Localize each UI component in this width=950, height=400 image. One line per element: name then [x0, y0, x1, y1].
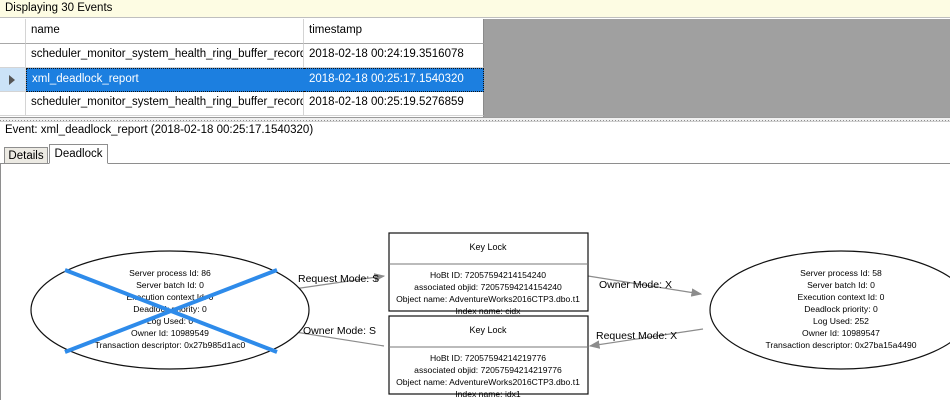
resource-line: Object name: AdventureWorks2016CTP3.dbo.…: [396, 294, 580, 304]
process-line: Log Used: 252: [813, 316, 869, 326]
edge-label: Request Mode: S: [298, 273, 379, 285]
cell-timestamp[interactable]: 2018-02-18 00:25:19.5276859: [304, 92, 484, 116]
grid-header-gutter: [0, 19, 26, 44]
cell-timestamp[interactable]: 2018-02-18 00:25:17.1540320: [304, 68, 484, 92]
edge-label: Owner Mode: X: [599, 279, 672, 291]
process-line: Log Used: 0: [147, 316, 194, 326]
edge-right-request: Request Mode: X: [588, 328, 704, 349]
resource-line: Index name: cidx: [456, 306, 522, 316]
deadlock-victim-cross-icon: [64, 268, 278, 354]
process-line: Execution context Id: 0: [127, 292, 214, 302]
process-line: Execution context Id: 0: [798, 292, 885, 302]
events-count-label: Displaying 30 Events: [5, 2, 113, 14]
process-line: Transaction descriptor: 0x27b985d1ac0: [95, 340, 246, 350]
cell-timestamp[interactable]: 2018-02-18 00:24:19.3516078: [304, 44, 484, 68]
edge-label: Request Mode: X: [596, 330, 677, 342]
process-node-right-process[interactable]: Server process Id: 58 Server batch Id: 0…: [709, 250, 950, 370]
event-caption: Event: xml_deadlock_report (2018-02-18 0…: [5, 124, 314, 136]
column-header-timestamp[interactable]: timestamp: [304, 19, 484, 44]
process-line: Server process Id: 58: [800, 268, 882, 278]
process-node-left-process[interactable]: Server process Id: 86 Server batch Id: 0…: [30, 250, 310, 370]
row-gutter[interactable]: [0, 92, 26, 116]
tab-deadlock[interactable]: Deadlock: [49, 144, 108, 164]
resource-title: Key Lock: [469, 325, 507, 335]
tabstrip: Details Deadlock: [0, 144, 950, 164]
events-grid[interactable]: name timestamp scheduler_monitor_system_…: [0, 19, 950, 117]
table-row-selected[interactable]: xml_deadlock_report 2018-02-18 00:25:17.…: [0, 68, 484, 92]
process-line: Server batch Id: 0: [136, 280, 204, 290]
row-gutter[interactable]: [0, 44, 26, 68]
column-header-name[interactable]: name: [26, 19, 304, 44]
table-row[interactable]: scheduler_monitor_system_health_ring_buf…: [0, 92, 484, 116]
resource-line: HoBt ID: 72057594214154240: [430, 270, 546, 280]
resource-line: Object name: AdventureWorks2016CTP3.dbo.…: [396, 377, 580, 387]
row-gutter[interactable]: [0, 68, 26, 92]
events-banner: Displaying 30 Events: [0, 0, 950, 18]
resource-line: associated objid: 72057594214219776: [414, 365, 562, 375]
cell-name[interactable]: xml_deadlock_report: [26, 68, 304, 92]
edge-right-owner: Owner Mode: X: [587, 275, 703, 297]
process-line: Server process Id: 86: [129, 268, 211, 278]
resource-line: Index name: idx1: [455, 389, 521, 399]
horizontal-splitter[interactable]: [0, 117, 950, 122]
process-line: Transaction descriptor: 0x27ba15a4490: [765, 340, 916, 350]
cell-name[interactable]: scheduler_monitor_system_health_ring_buf…: [26, 44, 304, 68]
process-line: Owner Id: 10989549: [131, 328, 209, 338]
resource-node-bottom-key-lock[interactable]: Key Lock HoBt ID: 72057594214219776 asso…: [388, 315, 589, 399]
tab-details[interactable]: Details: [4, 147, 48, 164]
process-line: Owner Id: 10989547: [802, 328, 880, 338]
resource-node-top-key-lock[interactable]: Key Lock HoBt ID: 72057594214154240 asso…: [388, 232, 589, 316]
process-line: Server batch Id: 0: [807, 280, 875, 290]
edge-label: Owner Mode: S: [303, 325, 376, 337]
resource-line: HoBt ID: 72057594214219776: [430, 353, 546, 363]
process-line: Deadlock priority: 0: [804, 304, 878, 314]
grid-header-row: name timestamp: [0, 19, 484, 44]
events-grid-table[interactable]: name timestamp scheduler_monitor_system_…: [0, 19, 484, 117]
resource-line: associated objid: 72057594214154240: [414, 282, 562, 292]
cell-name[interactable]: scheduler_monitor_system_health_ring_buf…: [26, 92, 304, 116]
resource-title: Key Lock: [469, 242, 507, 252]
table-row[interactable]: scheduler_monitor_system_health_ring_buf…: [0, 44, 484, 68]
deadlock-graph-canvas[interactable]: Request Mode: S Owner Mode: X Owner Mode…: [0, 164, 950, 400]
right-triangle-icon: [9, 75, 15, 85]
